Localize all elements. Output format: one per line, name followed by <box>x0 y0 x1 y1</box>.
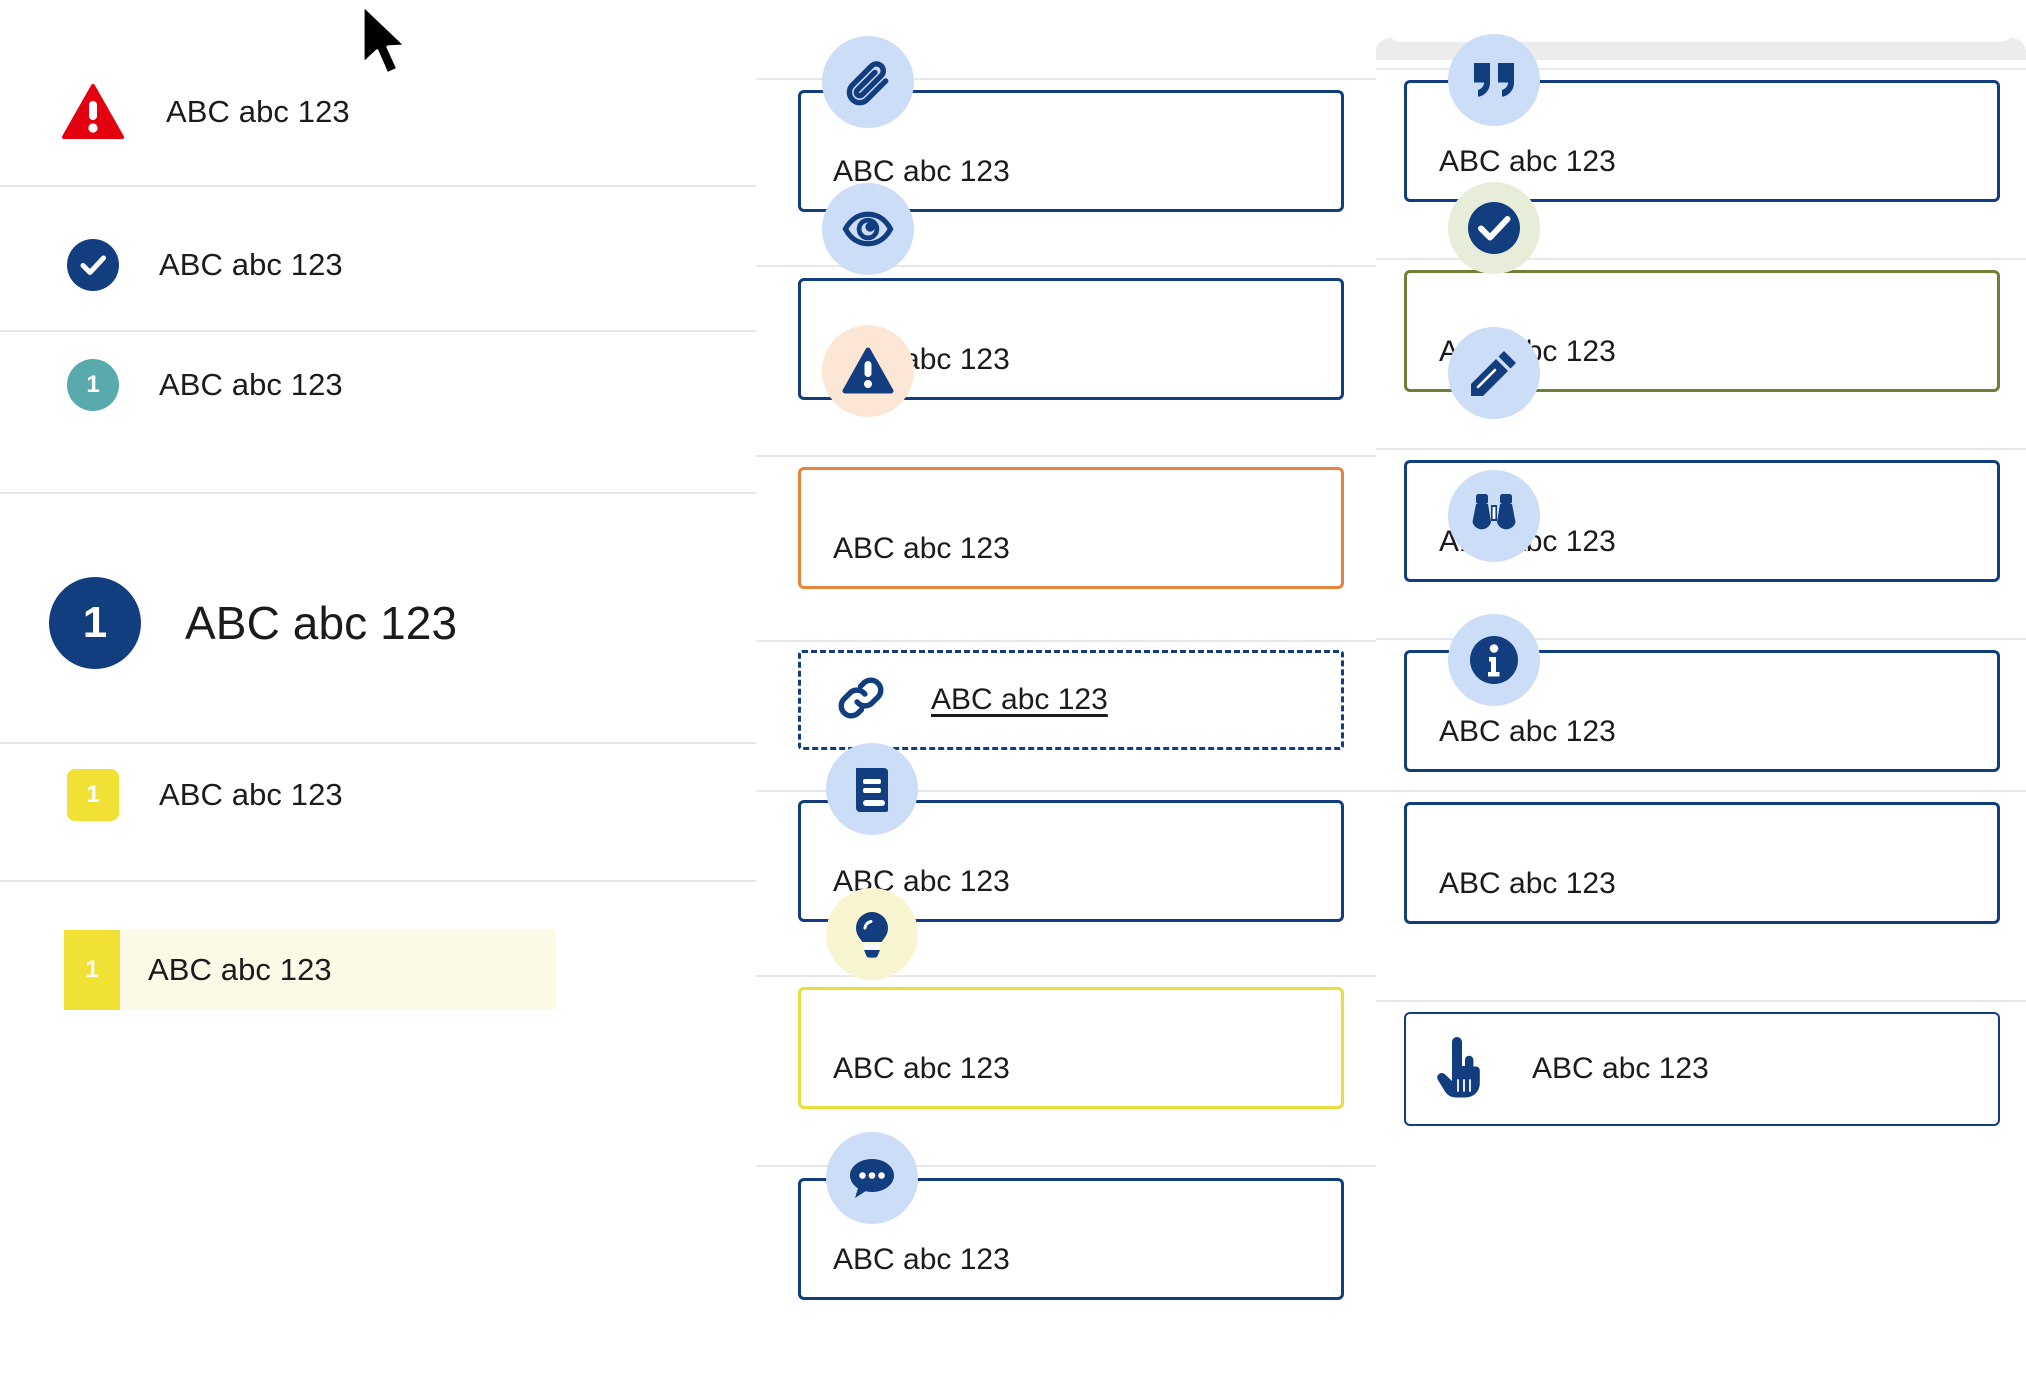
card-link-label[interactable]: ABC abc 123 <box>931 683 1108 716</box>
pencil-icon <box>1448 327 1540 419</box>
card-separator <box>756 265 1376 267</box>
list-item-warning[interactable]: 1 ABC abc 123 <box>0 765 756 825</box>
card-separator <box>756 790 1376 792</box>
paperclip-icon <box>822 36 914 128</box>
card-separator <box>1376 258 2026 260</box>
card-label: ABC abc 123 <box>833 155 1010 188</box>
card-separator <box>756 975 1376 977</box>
card-warning[interactable]: ABC abc 123 <box>798 467 1344 589</box>
mouse-pointer <box>358 2 414 80</box>
warning-triangle-icon <box>822 325 914 417</box>
check-circle-icon <box>67 239 119 291</box>
quote-icon <box>1448 34 1540 126</box>
card-separator <box>756 455 1376 457</box>
pointing-hand-icon <box>1436 1036 1486 1103</box>
badge-number: 1 <box>86 371 100 398</box>
yellow-number-badge: 1 <box>67 769 119 821</box>
card-label: ABC abc 123 <box>833 532 1010 565</box>
card-info[interactable]: ABC abc 123 <box>1404 802 2000 924</box>
card-separator <box>1376 1000 2026 1002</box>
error-triangle-icon <box>62 84 124 140</box>
card-separator <box>1376 638 2026 640</box>
card-separator <box>1376 68 2026 70</box>
eye-icon <box>822 183 914 275</box>
card-label: ABC abc 123 <box>1439 715 1616 748</box>
card-separator <box>1376 448 2026 450</box>
list-item-error[interactable]: ABC abc 123 <box>0 80 756 144</box>
card-separator <box>756 1165 1376 1167</box>
card-action[interactable]: ABC abc 123 <box>1404 1012 2000 1126</box>
list-separator <box>0 330 756 332</box>
check-circle-icon <box>1448 182 1540 274</box>
blue-number-badge-large: 1 <box>49 577 141 669</box>
teal-number-badge: 1 <box>67 359 119 411</box>
list-item-teal[interactable]: 1 ABC abc 123 <box>0 355 756 415</box>
list-item-label: ABC abc 123 <box>148 952 332 987</box>
card-label: ABC abc 123 <box>1439 867 1616 900</box>
status-list: ABC abc 123 ABC abc 123 1 ABC abc 123 1 … <box>0 0 756 1392</box>
card-label: ABC abc 123 <box>1532 1052 1709 1085</box>
link-icon <box>835 672 887 729</box>
list-item-label: ABC abc 123 <box>166 94 350 129</box>
list-separator <box>0 185 756 187</box>
lightbulb-icon <box>826 888 918 980</box>
book-icon <box>826 743 918 835</box>
card-label: ABC abc 123 <box>833 1243 1010 1276</box>
card-label: ABC abc 123 <box>833 1052 1010 1085</box>
list-item-success[interactable]: ABC abc 123 <box>0 235 756 295</box>
list-item-label: ABC abc 123 <box>159 247 343 282</box>
card-tip[interactable]: ABC abc 123 <box>798 987 1344 1109</box>
card-label: ABC abc 123 <box>1439 145 1616 178</box>
card-separator <box>756 78 1376 80</box>
badge-number: 1 <box>86 781 100 808</box>
list-item-label: ABC abc 123 <box>159 777 343 812</box>
list-separator <box>0 492 756 494</box>
card-link[interactable]: ABC abc 123 <box>798 650 1344 750</box>
badge-number: 1 <box>85 956 99 983</box>
list-item-label: ABC abc 123 <box>159 367 343 402</box>
info-circle-icon <box>1448 614 1540 706</box>
comment-icon <box>826 1132 918 1224</box>
badge-number: 1 <box>82 598 108 647</box>
card-separator <box>1376 790 2026 792</box>
list-separator <box>0 742 756 744</box>
card-attachment[interactable]: ABC abc 123 <box>798 90 1344 212</box>
list-item-label: ABC abc 123 <box>185 597 458 649</box>
yellow-number-badge-flat: 1 <box>64 930 120 1010</box>
list-separator <box>0 880 756 882</box>
card-separator <box>756 640 1376 642</box>
list-item-primary[interactable]: 1 ABC abc 123 <box>0 573 756 673</box>
background-panel-band <box>1376 38 2026 60</box>
list-item-selected[interactable]: 1 ABC abc 123 <box>64 930 556 1010</box>
binoculars-icon <box>1448 470 1540 562</box>
